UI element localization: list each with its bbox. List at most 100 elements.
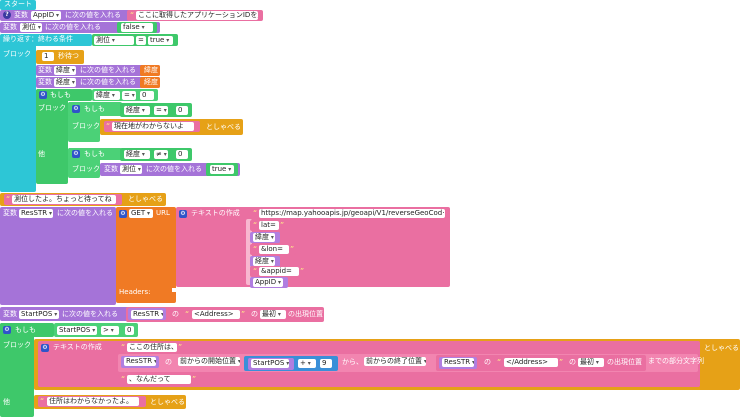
gear-icon[interactable]: ⚙ <box>72 150 80 158</box>
say-unknown-text[interactable]: 現在地がわからないよ <box>112 122 194 131</box>
bool-false-dropdown[interactable]: false <box>121 23 153 32</box>
var-dropdown-sokui[interactable]: 測位 <box>120 165 142 174</box>
var-word: 変数 <box>104 165 118 173</box>
if-else-block-2[interactable] <box>0 323 34 417</box>
gear-icon[interactable]: ⚙ <box>39 91 47 99</box>
loop-cond-op[interactable]: = <box>136 36 146 45</box>
var-dropdown-startpos[interactable]: StartPOS <box>19 310 59 319</box>
if-else-block[interactable] <box>36 89 68 184</box>
appid-text-input[interactable]: ここに取得したアプリケーションIDを入力 <box>136 11 258 20</box>
sensor-lat-block[interactable] <box>140 65 160 76</box>
gear-icon[interactable]: ⚙ <box>41 344 49 352</box>
repeat-until-block[interactable] <box>0 34 36 192</box>
from-start-dropdown[interactable]: 前からの開始位置 <box>178 357 240 366</box>
url-text[interactable]: https://map.yahooapis.jp/geoapi/V1/rever… <box>259 209 445 218</box>
sensor-lon-block[interactable] <box>140 77 160 88</box>
search-close-address-text[interactable]: </Address> <box>504 358 558 367</box>
get-lat-var[interactable]: 緯度 <box>253 233 275 242</box>
else-if-header[interactable] <box>68 148 122 160</box>
occurrence-suffix: の出現位置 <box>607 358 642 366</box>
if-header[interactable] <box>36 89 92 101</box>
line1-text[interactable]: ここの住所は、 <box>127 343 177 352</box>
loop-cond-value[interactable]: true <box>148 36 173 45</box>
get-resstr-var[interactable]: ResSTR <box>131 310 163 319</box>
var-dropdown-lat[interactable]: 緯度 <box>54 66 76 75</box>
get-resstr-var[interactable]: ResSTR <box>124 357 156 366</box>
quote-icon: “ <box>121 343 126 352</box>
inner-if-header[interactable] <box>68 102 122 116</box>
no-label: の <box>569 358 576 366</box>
var-dropdown-sokui[interactable]: 測位 <box>20 23 42 32</box>
if1-cond-value[interactable]: 0 <box>140 91 154 100</box>
else-cond-var[interactable]: 経度 <box>124 150 150 159</box>
inner-cond-op[interactable]: = <box>154 106 168 115</box>
first-occurrence-dropdown[interactable]: 最初 <box>260 310 286 319</box>
loop-label: 繰り返す：終わる条件 <box>3 35 73 43</box>
lat-param-text[interactable]: lat= <box>259 221 279 230</box>
set-resstr-block[interactable] <box>0 207 116 305</box>
repeat-until-header[interactable] <box>0 34 92 46</box>
if-block-label: ブロック <box>3 341 31 349</box>
search-address-text[interactable]: <Address> <box>192 310 240 319</box>
line3-text[interactable]: 、なんだって <box>127 375 191 384</box>
var-word: 変数 <box>3 310 17 318</box>
gear-icon[interactable]: ⚙ <box>119 210 127 218</box>
math-op-dropdown[interactable]: + <box>298 359 316 368</box>
if2-cond-value[interactable]: 0 <box>125 326 134 335</box>
var-dropdown-resstr[interactable]: ResSTR <box>19 209 53 218</box>
if2-cond-var[interactable]: StartPOS <box>57 326 97 335</box>
first-occurrence-dropdown-2[interactable]: 最初 <box>578 358 604 367</box>
gear-icon[interactable]: ⚙ <box>72 105 80 113</box>
get-resstr-var-2[interactable]: ResSTR <box>442 358 474 367</box>
set-suffix: に次の値を入れる <box>146 165 202 173</box>
headers-label: Headers: <box>119 288 151 296</box>
quote-icon: “ <box>130 11 135 20</box>
to-end-dropdown[interactable]: 前からの終了位置 <box>364 357 426 366</box>
say-suffix: としゃべる <box>128 195 163 203</box>
quote-icon: “ <box>121 375 126 384</box>
set-sokui-block[interactable] <box>0 22 160 33</box>
var-word: 変数 <box>3 209 17 217</box>
start-event-block[interactable] <box>0 0 36 10</box>
if2-header[interactable] <box>0 323 54 337</box>
if2-cond-op[interactable]: > <box>101 326 119 335</box>
set-suffix: に次の値を入れる <box>80 66 136 74</box>
help-icon[interactable]: ? <box>3 11 11 19</box>
quote-icon: ” <box>280 221 285 230</box>
text-join-inner-area <box>246 219 252 285</box>
text-join-block[interactable] <box>176 207 450 287</box>
inner-cond-value[interactable]: 0 <box>176 106 188 115</box>
set-suffix: に次の値を入れる <box>62 310 118 318</box>
say-wait-text[interactable]: 測位したよ。ちょっと待ってね <box>12 195 116 204</box>
var-dropdown-appid[interactable]: AppID <box>31 11 61 20</box>
get-appid-var[interactable]: AppID <box>253 278 283 287</box>
headers-socket[interactable] <box>172 288 176 292</box>
lon-param-text[interactable]: &lon= <box>259 245 289 254</box>
get-lon-var[interactable]: 経度 <box>253 257 275 266</box>
bool-true-dropdown[interactable]: true <box>210 165 234 174</box>
http-method-dropdown[interactable]: GET <box>129 209 153 218</box>
http-request-block[interactable] <box>116 207 176 303</box>
else-cond-value[interactable]: 0 <box>176 150 188 159</box>
if1-cond-op[interactable]: = <box>122 91 136 100</box>
offset-number-input[interactable]: 9 <box>320 359 332 368</box>
wait-seconds-input[interactable]: 1 <box>42 52 54 61</box>
loop-cond-var[interactable]: 測位 <box>94 36 134 45</box>
kara-label: から、 <box>342 358 363 366</box>
inner-cond-var[interactable]: 経度 <box>124 106 150 115</box>
say-no-address-text[interactable]: 住所はわからなかったよ。 <box>47 397 139 406</box>
text-join-label: テキストの作成 <box>191 209 240 217</box>
get-startpos-var[interactable]: StartPOS <box>251 359 289 368</box>
quote-icon: “ <box>185 310 190 319</box>
set-lat-block[interactable] <box>36 65 160 76</box>
else-cond-op[interactable]: ≠ <box>154 150 168 159</box>
no-label: の <box>484 358 491 366</box>
set-lon-block[interactable] <box>36 77 160 88</box>
gear-icon[interactable]: ⚙ <box>3 326 11 334</box>
gear-icon[interactable]: ⚙ <box>179 210 187 218</box>
if-label: もしも <box>15 326 36 334</box>
var-dropdown-lon[interactable]: 経度 <box>54 78 76 87</box>
if1-cond-var[interactable]: 緯度 <box>94 91 120 100</box>
quote-icon: “ <box>497 358 502 367</box>
appid-param-text[interactable]: &appid= <box>259 267 299 276</box>
